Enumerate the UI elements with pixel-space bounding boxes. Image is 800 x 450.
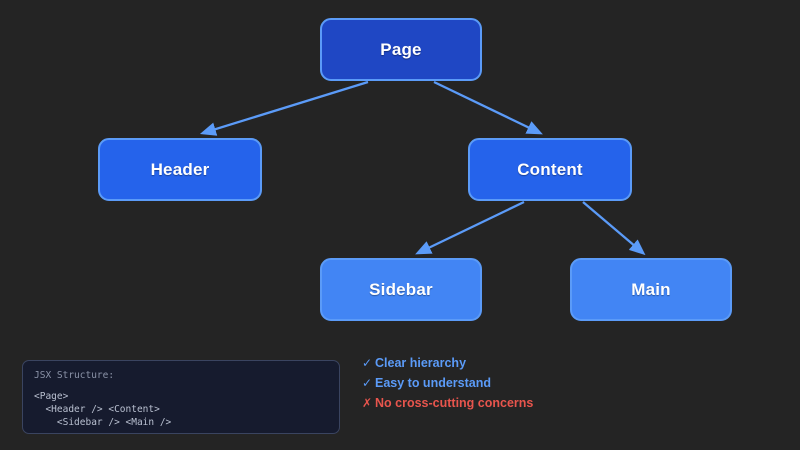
jsx-structure-line: <Sidebar /> <Main /> (34, 417, 172, 428)
list-item: ✓ Easy to understand (362, 376, 662, 390)
node-header-label: Header (150, 159, 210, 179)
node-page[interactable]: Page (320, 18, 482, 81)
list-item: ✗ No cross-cutting concerns (362, 396, 662, 410)
node-main-label: Main (631, 279, 671, 299)
node-sidebar[interactable]: Sidebar (320, 258, 482, 321)
cross-icon: ✗ (362, 396, 373, 410)
jsx-structure-line: <Page> (34, 391, 69, 402)
edge-page-header (199, 80, 369, 136)
check-icon: ✓ (362, 356, 373, 370)
jsx-structure-panel: JSX Structure: <Page> <Header /> <Conten… (22, 360, 340, 434)
edge-page-content (433, 80, 543, 135)
note-label: Clear hierarchy (375, 356, 467, 370)
node-sidebar-label: Sidebar (369, 279, 433, 299)
node-page-label: Page (380, 39, 422, 59)
edge-content-main (582, 201, 646, 256)
node-content-label: Content (517, 159, 583, 179)
jsx-structure-title: JSX Structure: (34, 370, 115, 381)
node-header[interactable]: Header (98, 138, 262, 201)
notes-list: ✓ Clear hierarchy ✓ Easy to understand ✗… (362, 356, 662, 416)
list-item: ✓ Clear hierarchy (362, 356, 662, 370)
node-content[interactable]: Content (468, 138, 632, 201)
edge-content-sidebar (415, 200, 525, 255)
note-label: Easy to understand (375, 376, 491, 390)
check-icon: ✓ (362, 376, 373, 390)
node-main[interactable]: Main (570, 258, 732, 321)
jsx-structure-line: <Header /> <Content> (34, 404, 160, 415)
note-label: No cross-cutting concerns (375, 396, 534, 410)
